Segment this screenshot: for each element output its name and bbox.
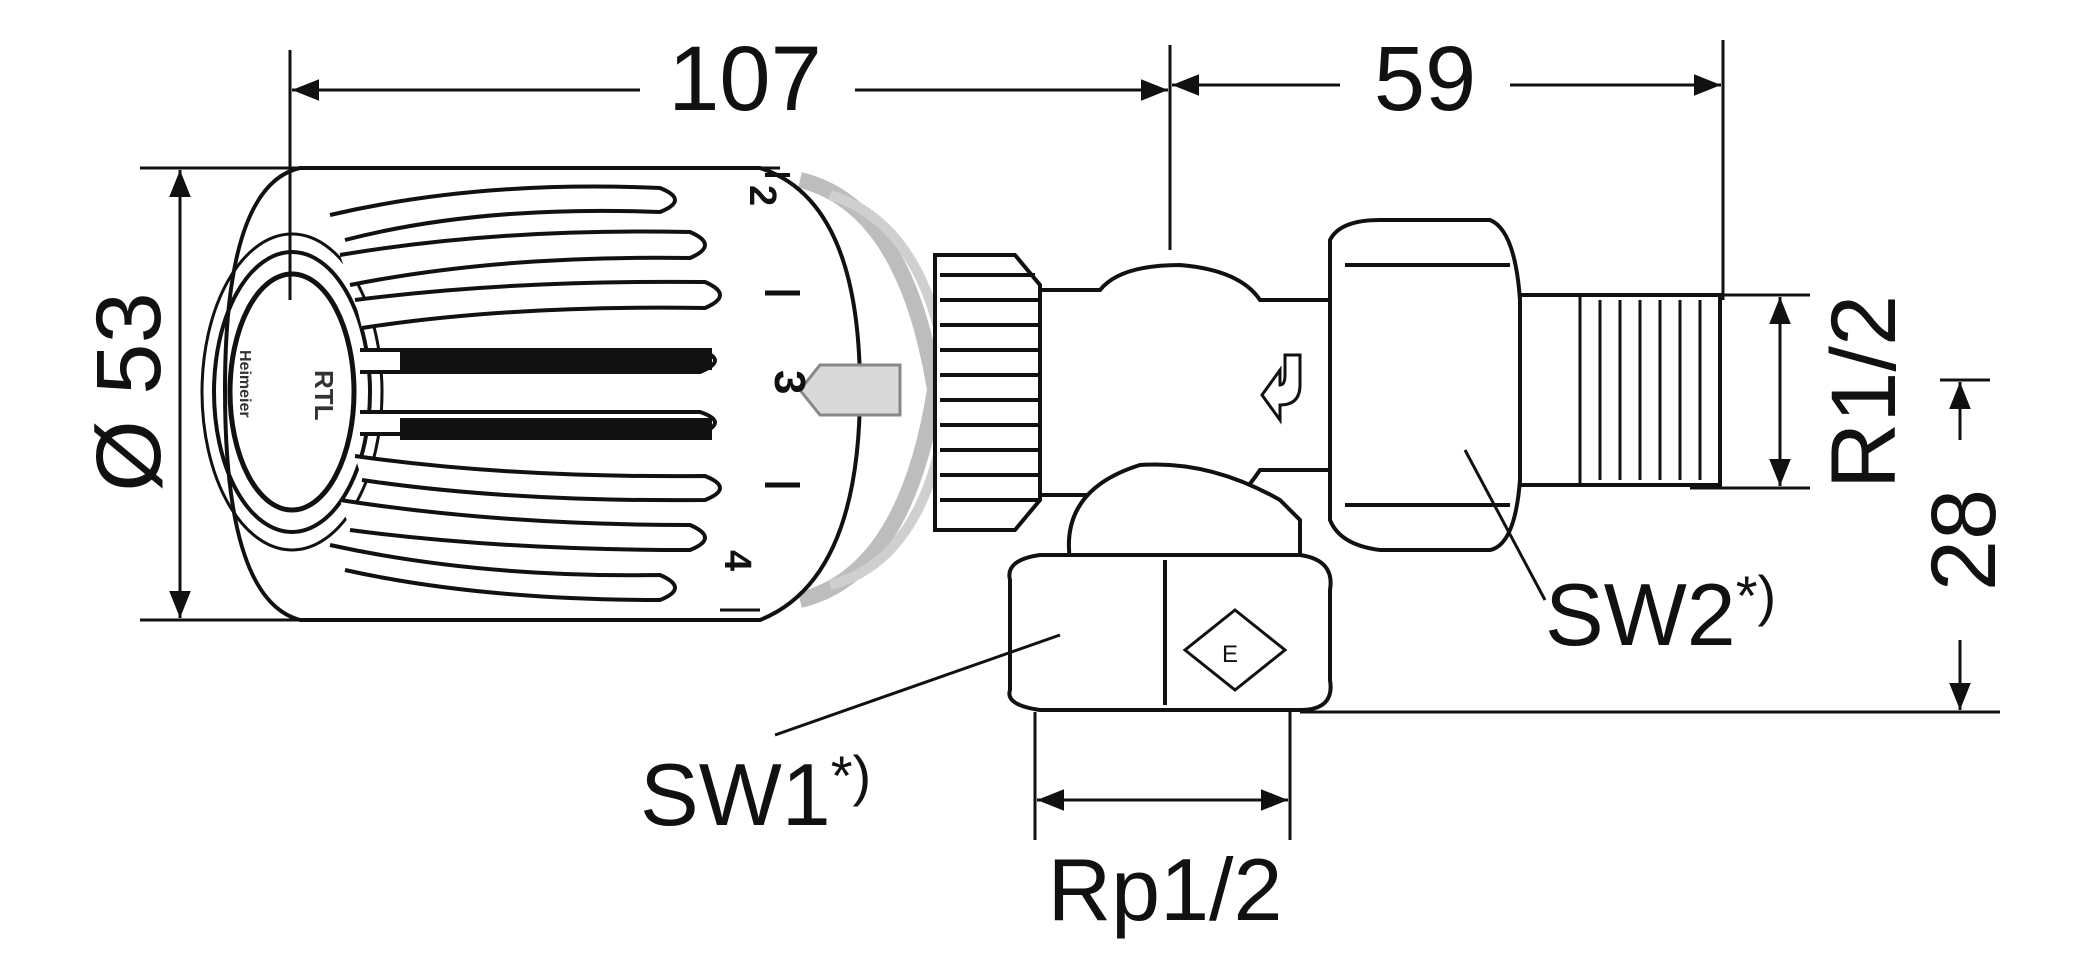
thermostat-cap	[227, 271, 357, 513]
scale-mark-3: 3	[765, 370, 814, 394]
setting-pointer-icon	[798, 363, 902, 417]
scale-mark-4: 4	[716, 550, 758, 571]
dim-28-label: 28	[1913, 489, 2015, 591]
sw2-note: *)	[1736, 564, 1776, 627]
scale-mark-2: 2	[741, 185, 783, 206]
quality-mark-icon	[1182, 608, 1288, 692]
thermostat-head	[200, 166, 956, 622]
valve-body: E	[933, 218, 1722, 712]
scale-numbers: 2 3 4 RTL Heimeier	[236, 185, 814, 571]
cap-brand-text: RTL	[309, 370, 339, 421]
scale-window-lower	[400, 418, 712, 440]
scale-window-upper	[400, 348, 712, 370]
svg-text:E: E	[1222, 641, 1238, 668]
sw1-text: SW1	[640, 745, 831, 844]
leader-sw1	[774, 633, 1061, 737]
dim-r12-label: R1/2	[1813, 295, 1915, 489]
leader-sw2	[1463, 449, 1547, 601]
dim-59-label: 59	[1374, 28, 1476, 130]
sw1-label: SW1*)	[640, 744, 871, 844]
dim-diameter-label: Ø 53	[78, 292, 180, 491]
dim-rp12-label: Rp1/2	[1048, 840, 1283, 939]
cap-maker-text: Heimeier	[236, 350, 253, 418]
dimension-lines	[140, 40, 2000, 840]
flow-direction-icon	[1260, 353, 1302, 425]
sw2-text: SW2	[1545, 565, 1736, 664]
sw1-hex-nut	[1007, 553, 1333, 712]
connection-nut	[933, 253, 1042, 532]
sw1-note: *)	[831, 744, 871, 807]
sw2-label: SW2*)	[1545, 564, 1776, 664]
dim-107-label: 107	[668, 28, 822, 130]
